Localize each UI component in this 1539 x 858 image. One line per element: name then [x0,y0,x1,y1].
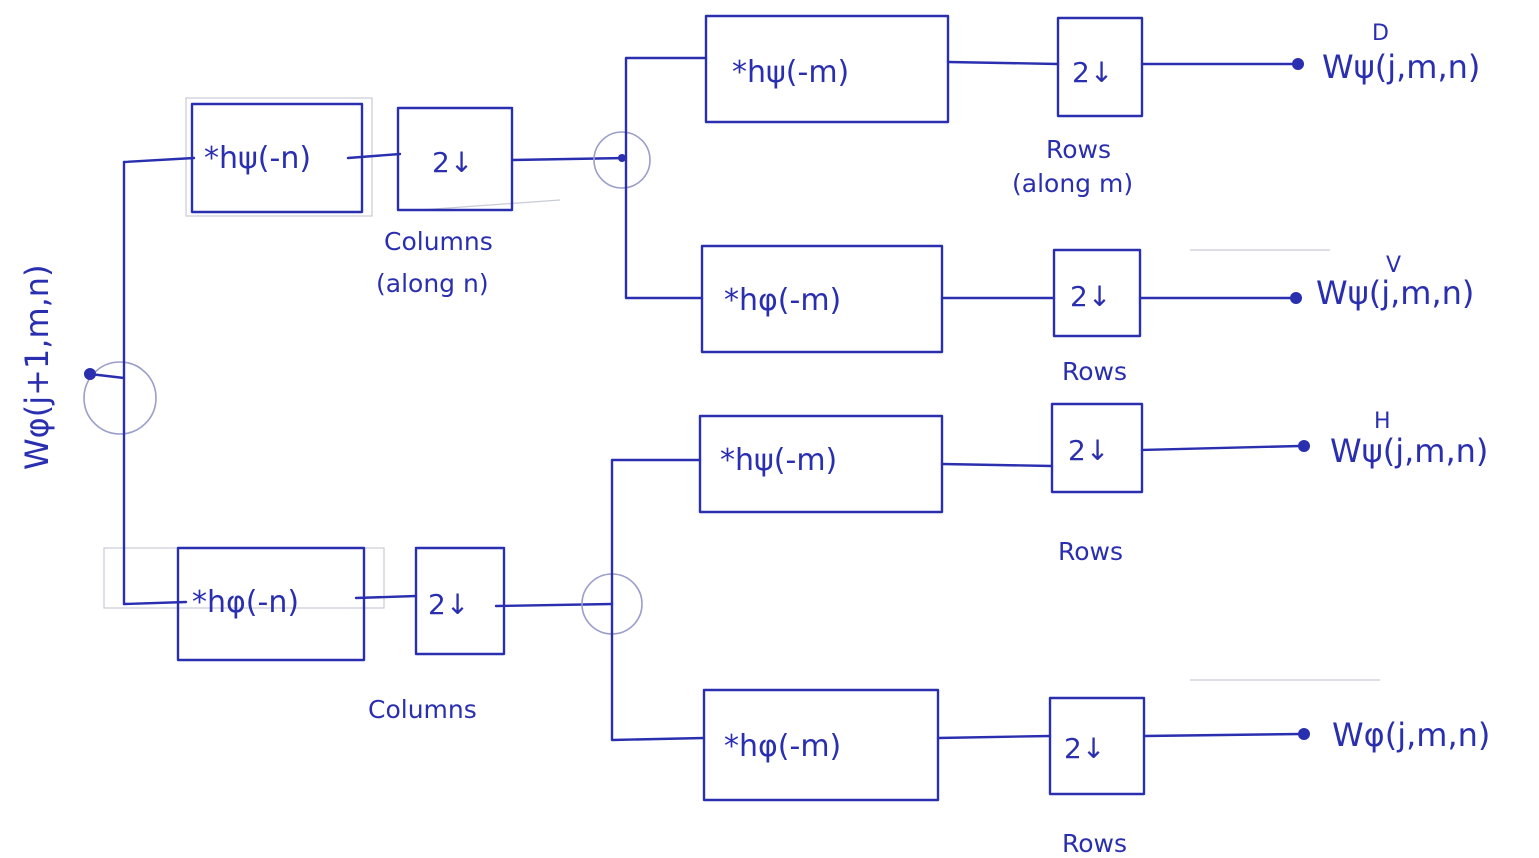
stage2-d-output: Wψ(j,m,n) [1322,48,1480,86]
stage2-v-output: Wψ(j,m,n) [1316,274,1474,312]
stage2-d-downsample-box [1056,16,1144,118]
input-node [83,160,157,606]
stage2-d-rows-label-2: (along m) [1012,169,1133,198]
stage2-a-filter: *hφ(-m) [724,729,841,764]
stage2-a-output: Wφ(j,m,n) [1332,716,1490,754]
stage2-h-rows-label: Rows [1058,537,1123,566]
stage2-h-downsample: 2↓ [1068,434,1109,467]
stage2-d-output-superscript: D [1372,21,1389,46]
stage2-branch-h: *hψ(-m) 2↓ Wψ(j,m,n) H Rows [610,402,1488,606]
stage2-v-downsample: 2↓ [1070,280,1111,313]
stage1-bottom: *hφ(-n) 2↓ Columns [122,546,643,724]
stage2-v-output-superscript: V [1386,253,1401,278]
stage2-branch-a: *hφ(-m) 2↓ Wφ(j,m,n) Rows [610,602,1490,858]
stage2-h-output-superscript: H [1374,409,1391,434]
stage2-v-rows-label: Rows [1062,357,1127,386]
stage2-a-downsample-box [1048,696,1146,796]
stage1-top-axis-label-2: (along n) [376,269,489,298]
stage2-branch-d: *hψ(-m) 2↓ Wψ(j,m,n) D Rows (along m) [624,14,1480,198]
input-label: Wφ(j+1,m,n) [18,264,56,470]
stage2-d-downsample: 2↓ [1072,56,1113,89]
stage2-a-filter-box [702,688,940,802]
stage1-bottom-downsample-box [414,546,506,656]
stage1-bottom-axis-label: Columns [368,695,477,724]
stage2-v-filter: *hφ(-m) [724,283,841,318]
stage2-branch-v: *hφ(-m) 2↓ Wψ(j,m,n) V Rows [624,156,1474,386]
stage1-bottom-filter-box [176,546,366,662]
stage1-bottom-filter: *hφ(-n) [192,585,299,620]
stage1-top-filter: *hψ(-n) [204,141,311,176]
stage2-h-output: Wψ(j,m,n) [1330,432,1488,470]
stage1-top-axis-label: Columns [384,227,493,256]
stage2-a-downsample: 2↓ [1064,732,1105,765]
stage1-bottom-downsample: 2↓ [428,588,469,621]
stage2-d-filter: *hψ(-m) [732,55,849,90]
stage1-top: *hψ(-n) 2↓ Columns (along n) [122,102,651,298]
stage2-h-downsample-box [1050,402,1144,494]
stage2-v-downsample-box [1052,248,1142,338]
stage2-a-rows-label: Rows [1062,829,1127,858]
stage2-d-rows-label: Rows [1046,135,1111,164]
stage2-d-filter-box [704,14,950,124]
stage2-h-filter: *hψ(-m) [720,443,837,478]
stage1-top-downsample: 2↓ [432,146,473,179]
